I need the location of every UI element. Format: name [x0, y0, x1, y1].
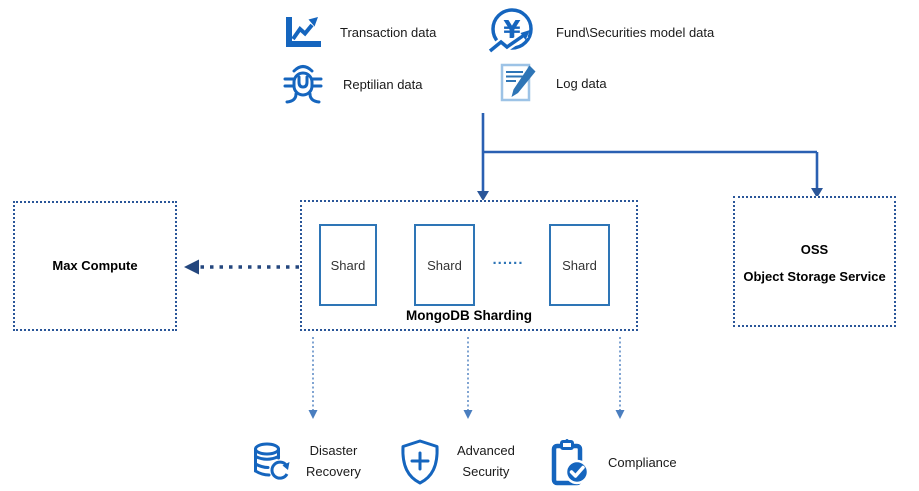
oss-title: OSS: [800, 242, 829, 257]
legend-label: Fund\Securities model data: [556, 24, 715, 40]
advanced-security-arrowhead: [463, 410, 473, 419]
log-document-icon: [499, 62, 539, 104]
line-chart-icon: [284, 15, 322, 49]
legend-item-reptilian-data: Reptilian data: [281, 64, 423, 104]
shard-box-1: Shard: [319, 224, 377, 306]
database-restore-icon: [252, 441, 292, 483]
bug-icon: [281, 64, 325, 104]
feature-label-line: Recovery: [306, 464, 361, 479]
legend-item-fund-securities-data: ¥ Fund\Securities model data: [488, 7, 714, 57]
feature-label-line: Security: [462, 464, 510, 479]
shard-ellipsis: ......: [492, 251, 524, 268]
legend-label: Transaction data: [340, 24, 437, 40]
shard-box-2: Shard: [414, 224, 475, 306]
feature-advanced-security: Advanced Security: [397, 438, 515, 486]
feature-label-line: Disaster: [309, 443, 358, 459]
max-compute-box: Max Compute: [13, 201, 177, 331]
disaster-recovery-arrowhead: [308, 410, 318, 419]
clipboard-check-icon: [548, 439, 592, 487]
feature-label: Advanced Security: [457, 441, 515, 483]
shield-plus-icon: [397, 438, 443, 486]
max-compute-label: Max Compute: [52, 258, 138, 273]
feature-compliance: Compliance: [548, 439, 677, 487]
legend-label: Reptilian data: [343, 76, 423, 92]
legend-item-transaction-data: Transaction data: [284, 15, 436, 49]
shard-label: Shard: [562, 257, 597, 273]
compliance-arrowhead: [615, 410, 625, 419]
mongodb-sharding-label: MongoDB Sharding: [406, 308, 532, 323]
shard-label: Shard: [427, 257, 462, 273]
maxcompute-arrowhead: [184, 259, 199, 275]
mongodb-sharding-box: Shard Shard Shard MongoDB Sharding: [300, 200, 638, 331]
legend-item-log-data: Log data: [499, 62, 607, 104]
shard-label: Shard: [330, 257, 366, 273]
shard-box-3: Shard: [549, 224, 610, 306]
feature-label: Disaster Recovery: [306, 441, 361, 483]
legend-label: Log data: [556, 75, 607, 91]
feature-label-line: Compliance: [608, 454, 677, 470]
feature-label-line: Advanced: [457, 443, 515, 459]
oss-subtitle: Object Storage Service: [743, 269, 886, 284]
oss-box: OSS Object Storage Service: [733, 196, 896, 327]
yen-currency-icon: ¥: [488, 7, 536, 57]
feature-disaster-recovery: Disaster Recovery: [252, 441, 361, 483]
feature-label: Compliance: [608, 453, 677, 474]
